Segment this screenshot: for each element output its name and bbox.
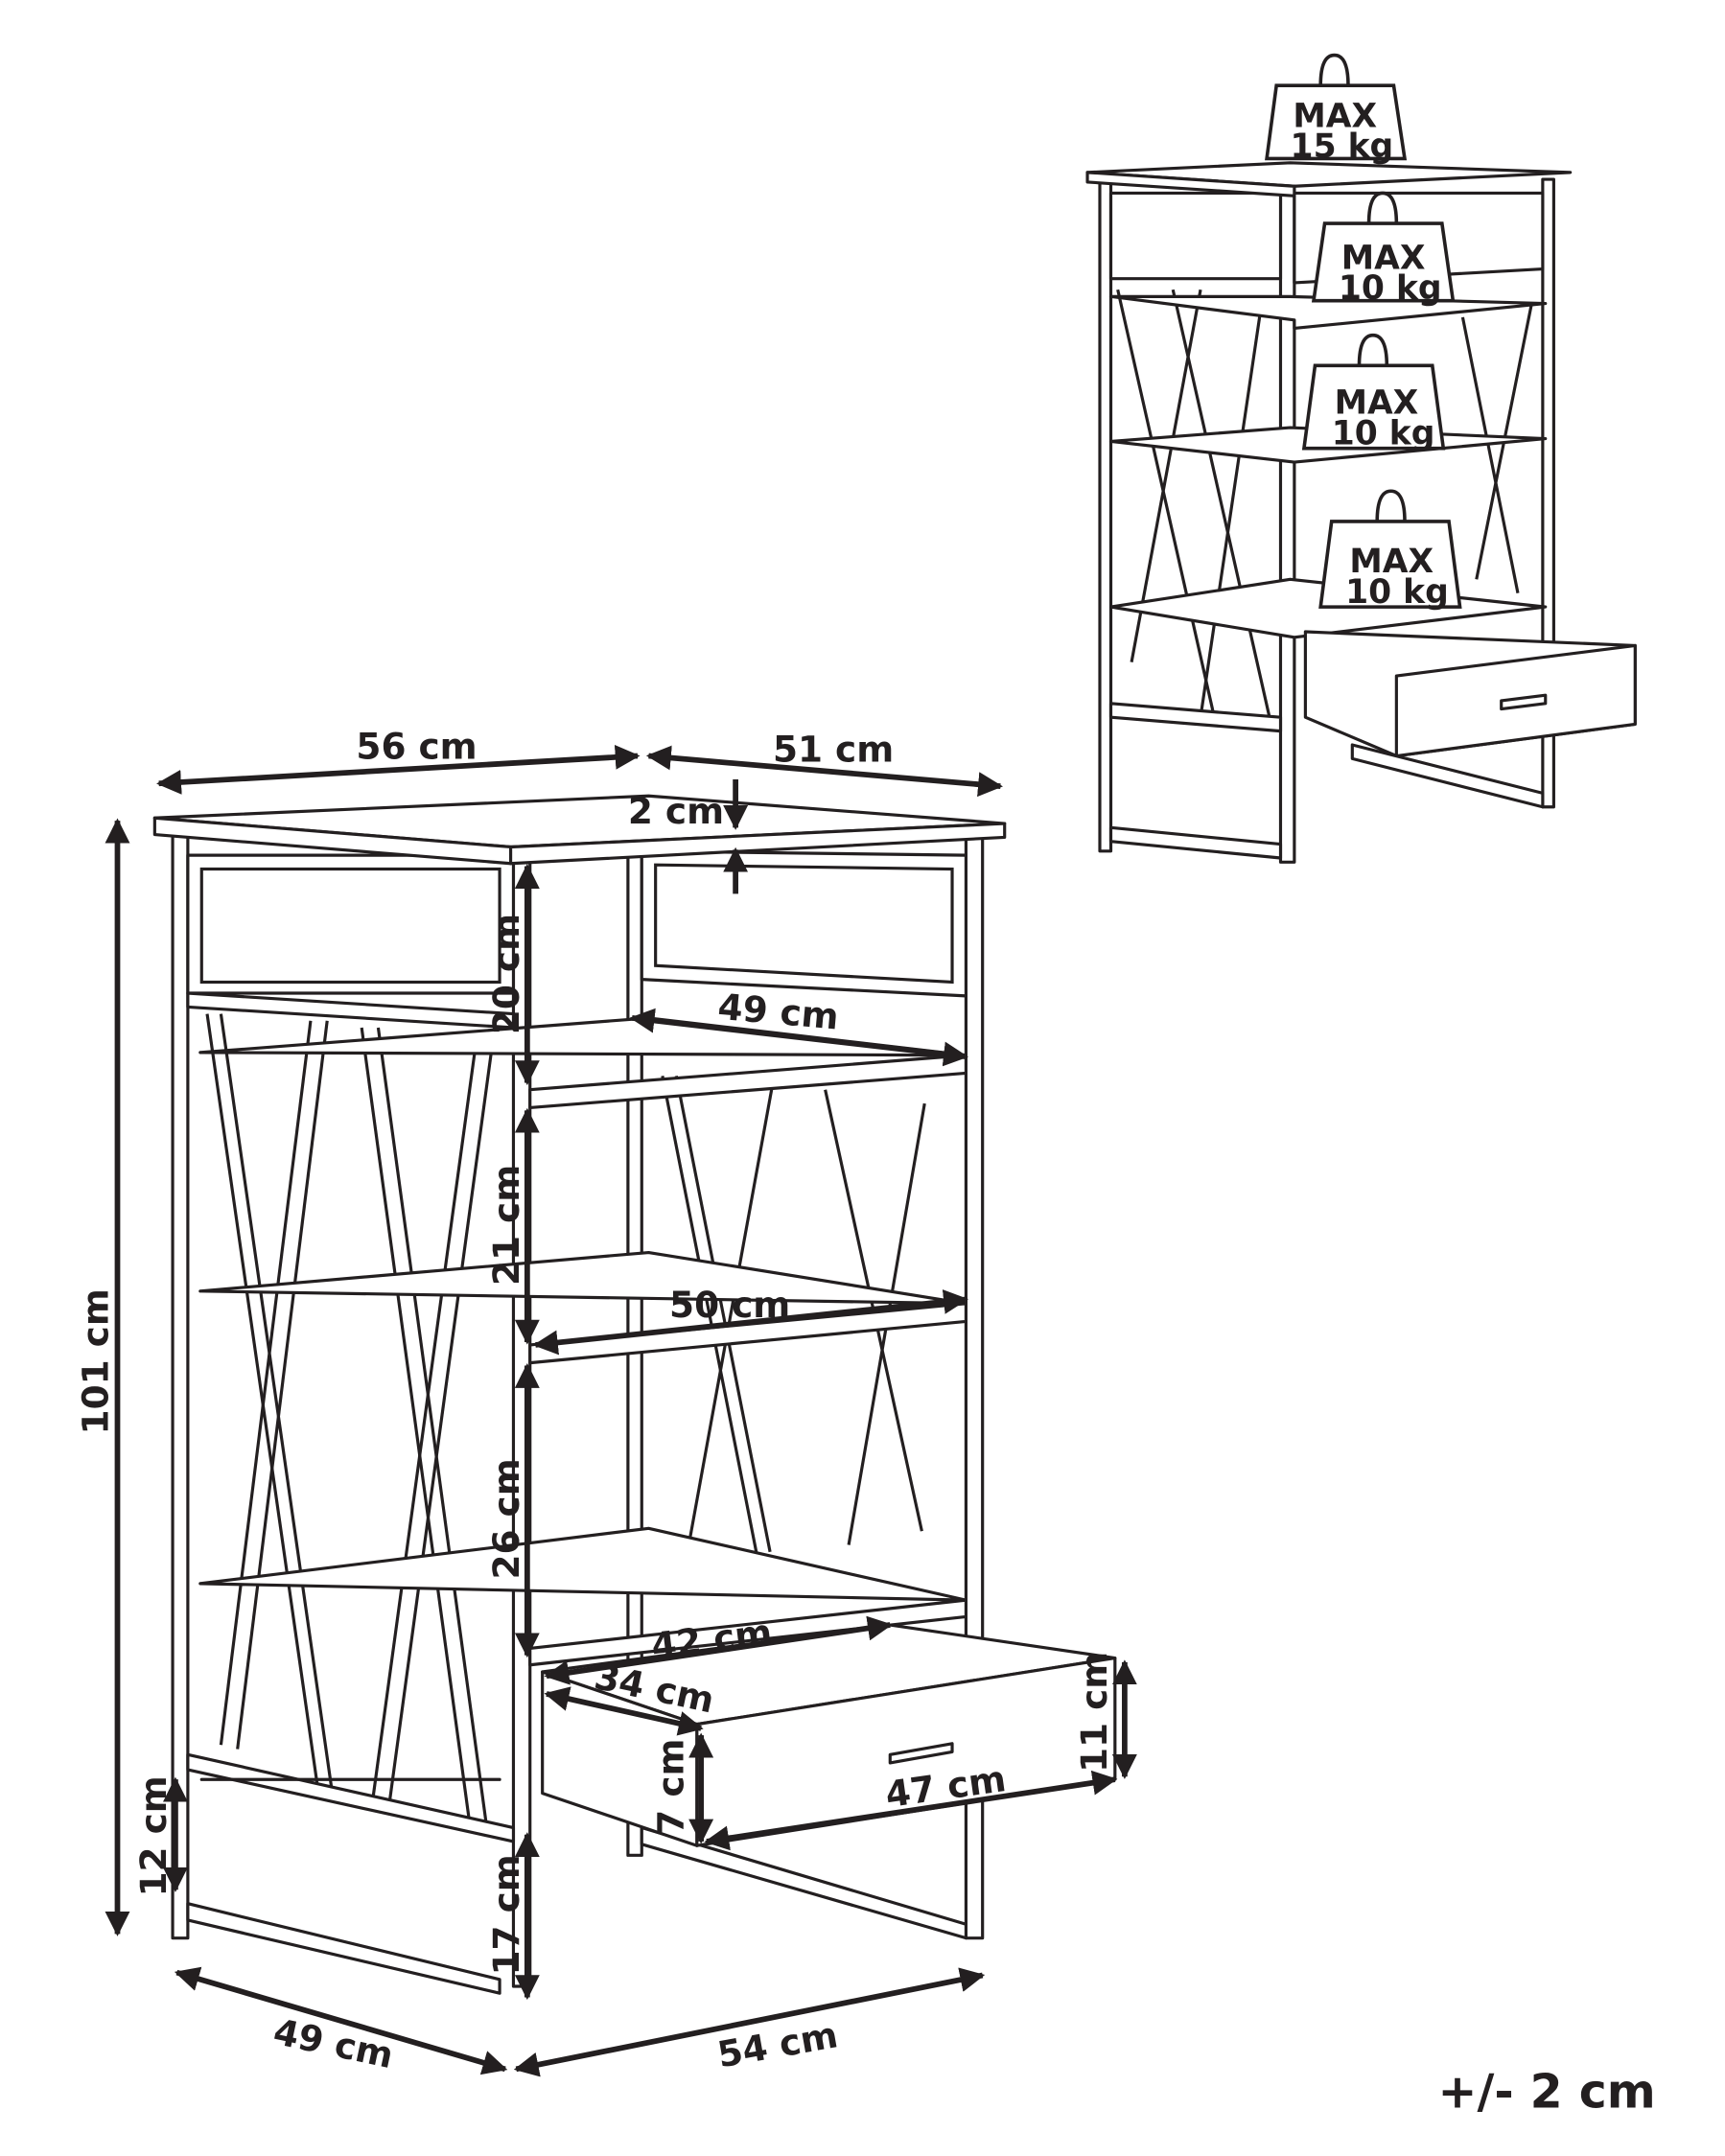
svg-text:MAX: MAX bbox=[1349, 543, 1434, 581]
shelf2-depth-label: 50 cm bbox=[669, 1284, 790, 1326]
side-top-panel bbox=[640, 849, 968, 998]
main-unit bbox=[152, 794, 1117, 1995]
shelf-2 bbox=[198, 1250, 968, 1365]
svg-text:15 kg: 15 kg bbox=[1291, 128, 1394, 166]
top-depth-label: 51 cm bbox=[773, 728, 894, 770]
top-thickness-label: 2 cm bbox=[628, 790, 724, 832]
front-top-panel bbox=[186, 853, 516, 995]
top-width-label: 56 cm bbox=[356, 725, 477, 767]
svg-text:10 kg: 10 kg bbox=[1345, 573, 1449, 612]
weight-10kg-shelf2: MAX 10 kg bbox=[1301, 333, 1446, 452]
top-compartment-height-label: 20 cm bbox=[485, 914, 527, 1034]
svg-text:MAX: MAX bbox=[1335, 384, 1419, 423]
svg-text:10 kg: 10 kg bbox=[1332, 414, 1435, 452]
lower-height-label: 26 cm bbox=[485, 1458, 527, 1579]
dimension-labels: 56 cm 51 cm 2 cm 20 cm 49 cm 21 cm 50 cm… bbox=[74, 725, 1655, 2119]
svg-text:MAX: MAX bbox=[1293, 97, 1377, 135]
bottom-rail-height-label: 12 cm bbox=[132, 1775, 175, 1896]
drawer-height-label: 11 cm bbox=[1073, 1652, 1115, 1773]
dimension-lines bbox=[105, 744, 1137, 2077]
leg-clearance-label: 17 cm bbox=[485, 1854, 527, 1975]
drawer-inner-height-label: 7 cm bbox=[649, 1739, 691, 1835]
svg-text:MAX: MAX bbox=[1341, 240, 1426, 278]
front-left-leg bbox=[171, 832, 190, 1940]
shelf1-depth-label: 49 cm bbox=[716, 985, 841, 1038]
total-height-label: 101 cm bbox=[74, 1288, 116, 1434]
tolerance-label: +/- 2 cm bbox=[1438, 2065, 1656, 2120]
weight-10kg-shelf3: MAX 10 kg bbox=[1318, 489, 1462, 612]
weight-15kg: MAX 15 kg bbox=[1265, 53, 1408, 166]
svg-text:10 kg: 10 kg bbox=[1339, 269, 1442, 308]
middle-height-label: 21 cm bbox=[485, 1165, 527, 1286]
weight-10kg-shelf1: MAX 10 kg bbox=[1311, 191, 1456, 308]
bottom-rail bbox=[186, 1902, 501, 1995]
load-capacity-view: MAX 15 kg MAX 10 kg MAX 10 kg MAX 10 kg bbox=[1085, 53, 1637, 864]
shelf-1 bbox=[198, 1016, 968, 1110]
drawer-handle bbox=[888, 1742, 954, 1765]
